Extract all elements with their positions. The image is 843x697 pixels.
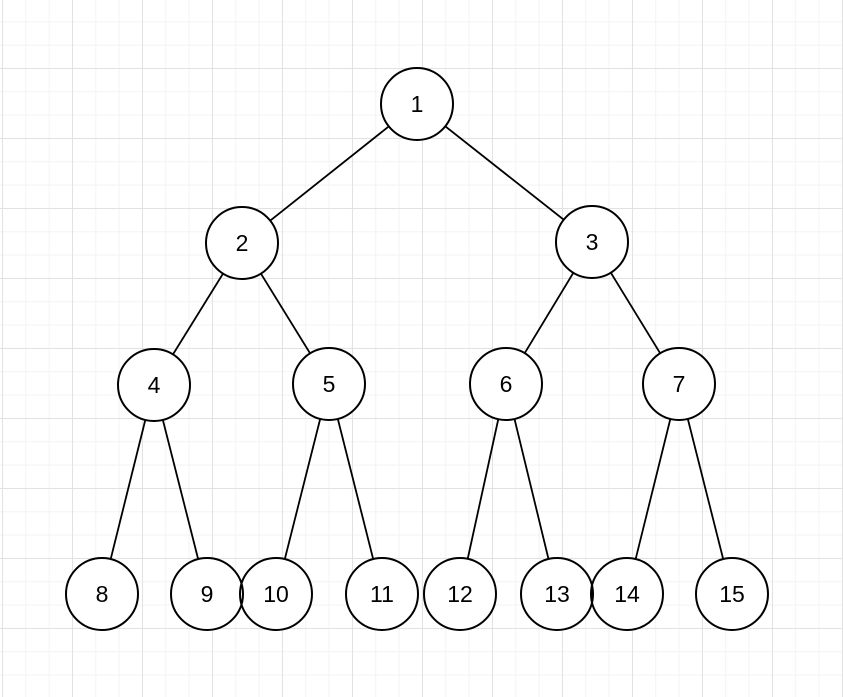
tree-node-fill-15 [696, 558, 768, 630]
tree-node-fill-8 [66, 558, 138, 630]
tree-node-label-3: 3 [586, 229, 599, 255]
tree-node-label-4: 4 [148, 372, 161, 398]
tree-node-2[interactable] [205, 206, 279, 280]
tree-node-label-12: 12 [447, 581, 473, 607]
tree-node-10[interactable] [239, 557, 313, 631]
tree-node-fill-4 [118, 349, 190, 421]
tree-node-fill-1 [381, 68, 453, 140]
tree-node-7[interactable] [642, 347, 716, 421]
tree-node-label-7: 7 [673, 371, 686, 397]
tree-node-label-11: 11 [370, 581, 394, 607]
tree-node-13[interactable] [520, 557, 594, 631]
tree-node-label-13: 13 [544, 581, 570, 607]
tree-node-label-8: 8 [96, 581, 109, 607]
tree-node-fill-14 [591, 558, 663, 630]
tree-node-label-6: 6 [500, 371, 513, 397]
tree-edge-1-2[interactable] [241, 103, 418, 244]
tree-node-label-10: 10 [263, 581, 289, 607]
tree-node-fill-9 [171, 558, 243, 630]
tree-node-fill-13 [521, 558, 593, 630]
tree-node-label-1: 1 [411, 91, 424, 117]
tree-node-label-9: 9 [201, 581, 214, 607]
tree-node-label-14: 14 [614, 581, 640, 607]
tree-node-6[interactable] [469, 347, 543, 421]
tree-node-3[interactable] [555, 205, 629, 279]
tree-node-14[interactable] [590, 557, 664, 631]
tree-node-fill-5 [293, 348, 365, 420]
tree-node-fill-2 [206, 207, 278, 279]
tree-node-4[interactable] [117, 348, 191, 422]
tree-node-fill-6 [470, 348, 542, 420]
tree-node-9[interactable] [170, 557, 244, 631]
tree-node-8[interactable] [65, 557, 139, 631]
tree-node-1[interactable] [380, 67, 454, 141]
tree-node-fill-3 [556, 206, 628, 278]
tree-node-5[interactable] [292, 347, 366, 421]
tree-node-fill-10 [240, 558, 312, 630]
tree-node-label-5: 5 [323, 371, 336, 397]
tree-edge-1-3[interactable] [416, 103, 593, 243]
tree-node-fill-12 [424, 558, 496, 630]
tree-node-15[interactable] [695, 557, 769, 631]
tree-node-12[interactable] [423, 557, 497, 631]
tree-node-11[interactable] [345, 557, 419, 631]
tree-node-label-2: 2 [236, 230, 249, 256]
tree-node-label-15: 15 [719, 581, 745, 607]
tree-node-fill-7 [643, 348, 715, 420]
tree-node-fill-11 [346, 558, 418, 630]
